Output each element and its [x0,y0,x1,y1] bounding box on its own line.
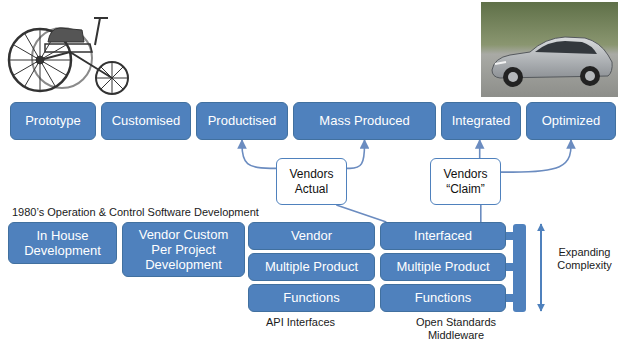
axis-label: Expanding Complexity [553,246,616,272]
box-text: Functions [283,290,339,305]
stage-box: Integrated [441,102,521,140]
stage-box: Productised [196,102,288,140]
connector-arrow [479,140,481,158]
process-box: In House Development [8,222,117,264]
box-text: Productised [208,113,277,128]
modern-car-picture [481,2,618,97]
seat [48,28,84,42]
box-text: Interfaced [414,228,472,243]
box-text: Vendors “Claim” [435,167,496,195]
label-text: Expanding Complexity [557,246,611,271]
box-text: Multiple Product [396,259,489,274]
connector-arrow [501,140,571,172]
label-text: Open Standards Middleware [416,316,496,341]
label-text: API Interfaces [266,316,335,328]
box-text: Integrated [452,113,511,128]
layer-box: Multiple Product [380,253,506,281]
box-text: Prototype [25,113,81,128]
bracket-tab [505,232,515,240]
box-text: Vendor [291,228,332,243]
label-text: 1980’s Operation & Control Software Deve… [12,206,259,218]
car-rim [585,71,595,81]
frame [40,52,112,78]
layer-box: Functions [380,284,506,312]
body [45,44,92,52]
bracket-tab [505,294,515,302]
box-text: Customised [112,113,181,128]
car-rim [508,72,518,82]
photo-ground [481,2,618,97]
callout-box: Vendors “Claim” [430,158,501,205]
layer-box: Multiple Product [248,253,375,281]
double-arrow [540,224,542,311]
headlight [495,62,506,64]
connector-arrow [347,140,365,168]
connector-line [336,205,386,222]
box-text: Multiple Product [265,259,358,274]
column-caption: Open Standards Middleware [402,316,510,342]
car-window [535,41,597,54]
box-text: Functions [415,290,471,305]
callout-box: Vendors Actual [276,158,347,205]
process-box: Vendor Custom Per Project Development [122,222,245,277]
stage-box: Optimized [526,102,616,140]
stage-box: Customised [101,102,191,140]
box-text: In House Development [15,228,110,259]
bracket-tab [505,263,515,271]
layer-box: Functions [248,284,375,312]
section-heading: 1980’s Operation & Control Software Deve… [12,206,259,219]
stage-box: Mass Produced [293,102,436,140]
layer-box: Vendor [248,222,375,250]
car-wheel [580,66,600,86]
column-caption: API Interfaces [266,316,335,329]
bracket [505,224,526,312]
car-wheel [503,67,523,87]
layer-box: Interfaced [380,222,506,250]
box-text: Mass Produced [319,113,409,128]
box-text: Vendors Actual [281,167,342,195]
stage-box: Prototype [10,102,96,140]
connector-line [480,205,482,222]
box-text: Vendor Custom Per Project Development [131,227,236,273]
old-car-picture [9,18,128,94]
box-text: Optimized [542,113,601,128]
tiller [94,18,108,45]
wheel [32,28,92,88]
connector-arrow [242,140,276,168]
